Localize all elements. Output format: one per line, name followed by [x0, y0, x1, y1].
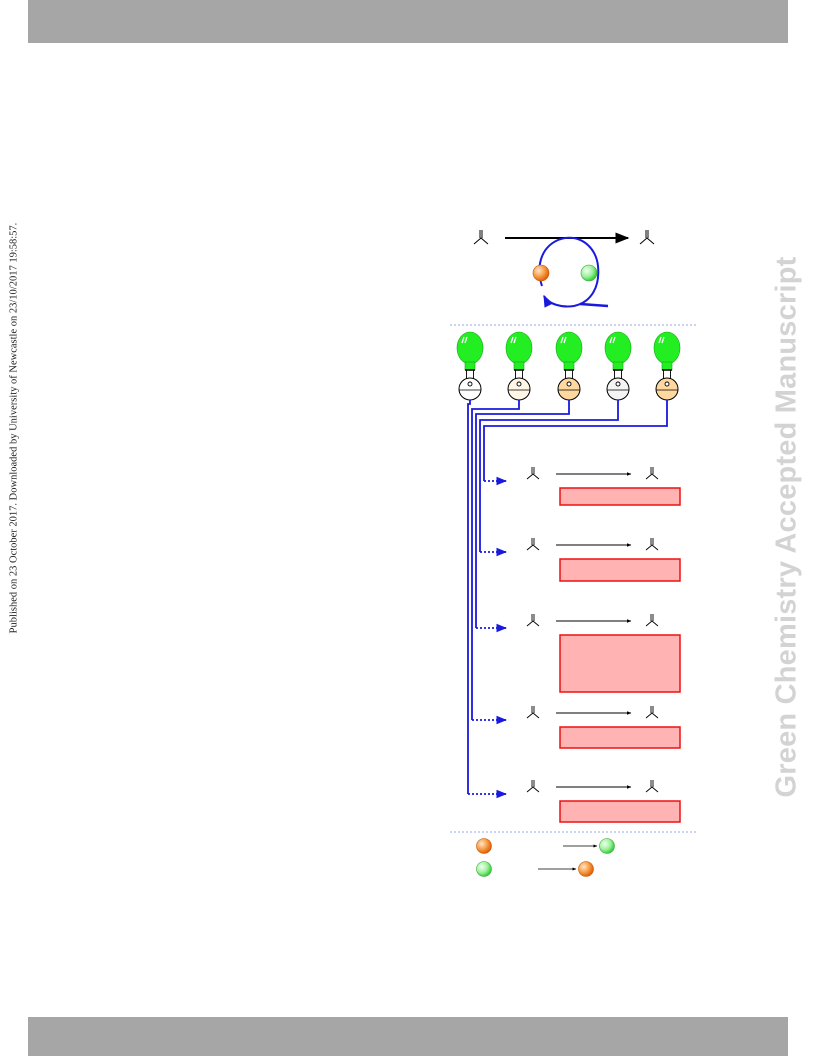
cycle-exit-arrow [579, 302, 609, 308]
flask-icon [606, 369, 630, 401]
light-wiring [467, 400, 668, 799]
lamp-row [456, 331, 681, 401]
lamp-flask-unit [555, 331, 583, 401]
legend-orange-catalyst-icon [476, 838, 492, 854]
lamp-flask-unit [505, 331, 533, 401]
catalyst-green-icon [580, 264, 598, 282]
flask-icon [458, 369, 482, 401]
wire [479, 400, 619, 552]
conditions-box [559, 487, 681, 506]
substrate-structure [526, 614, 540, 627]
catalyst-orange-icon [532, 264, 550, 282]
conditions-box [559, 800, 681, 823]
legend-green-catalyst-icon [476, 861, 492, 877]
product-structure [645, 538, 659, 551]
reaction-row [526, 538, 681, 582]
lamp-icon [604, 331, 632, 371]
product-structure [645, 706, 659, 719]
legend-orange-catalyst-icon [578, 861, 594, 877]
flask-icon [655, 369, 679, 401]
lamp-icon [505, 331, 533, 371]
conditions-box [559, 726, 681, 749]
lamp-icon [456, 331, 484, 371]
conditions-box [559, 558, 681, 582]
product-structure [645, 780, 659, 793]
substrate-structure [526, 780, 540, 793]
legend-green-catalyst-icon [599, 838, 615, 854]
flask-icon [507, 369, 531, 401]
reaction-row [526, 467, 681, 506]
product-structure [645, 467, 659, 480]
reaction-row [526, 706, 681, 749]
legend [476, 838, 615, 877]
reaction-rows [526, 467, 681, 823]
substrate-structure [473, 230, 489, 245]
reaction-row [526, 780, 681, 823]
flask-icon [557, 369, 581, 401]
lamp-icon [555, 331, 583, 371]
reaction-row [526, 614, 681, 693]
product-structure [645, 614, 659, 627]
wire [471, 400, 520, 720]
wire [467, 400, 471, 794]
header-bar [28, 0, 788, 43]
substrate-structure [526, 706, 540, 719]
substrate-structure [526, 467, 540, 480]
lamp-icon [653, 331, 681, 371]
substrate-structure [526, 538, 540, 551]
footer-bar [28, 1017, 788, 1056]
lamp-flask-unit [653, 331, 681, 401]
general-reaction [473, 230, 655, 308]
product-structure [639, 230, 655, 245]
wire [475, 400, 570, 628]
catalytic-cycle-arrow [538, 236, 600, 308]
conditions-box [559, 634, 681, 693]
lamp-flask-unit [456, 331, 484, 401]
lamp-flask-unit [604, 331, 632, 401]
wire [483, 400, 668, 481]
